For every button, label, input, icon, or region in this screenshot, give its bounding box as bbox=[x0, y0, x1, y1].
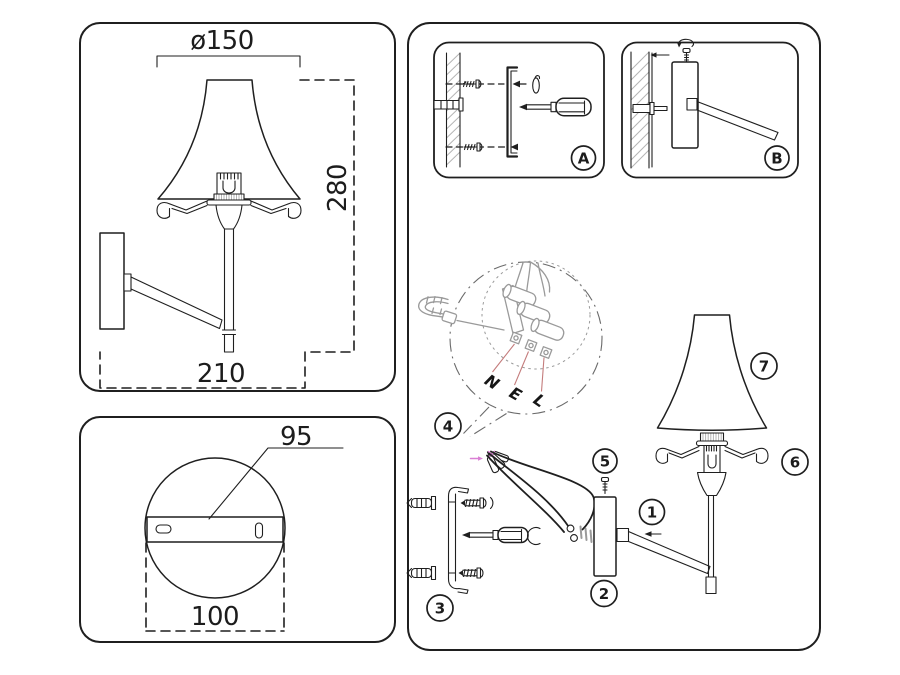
wall-plate-b bbox=[671, 61, 699, 149]
part-6-socket-holder: 6 bbox=[655, 432, 809, 595]
part-2-wall-plate: 2 bbox=[590, 496, 618, 608]
dim-hole-spacing-label: 95 bbox=[280, 422, 312, 452]
detail-bubble-outline bbox=[449, 261, 603, 415]
dim-diameter: ø150 bbox=[156, 26, 301, 68]
supply-cable bbox=[418, 295, 505, 331]
mounting-bracket-a bbox=[506, 66, 519, 158]
locking-screw-b bbox=[650, 38, 694, 63]
screwdriver-icon-a bbox=[519, 97, 592, 117]
part-2-badge bbox=[590, 579, 618, 608]
part-3-fixings: 3 bbox=[406, 486, 541, 622]
shade-holder-arms bbox=[156, 200, 302, 230]
wall-arm bbox=[123, 273, 223, 330]
part-3-label: 3 bbox=[435, 600, 445, 618]
step-b-badge bbox=[764, 145, 790, 171]
screwdriver-icon bbox=[462, 526, 529, 544]
part-4-badge bbox=[434, 412, 462, 440]
panel-instructions: A bbox=[406, 22, 821, 651]
wiring-detail-bubble: N E L bbox=[418, 260, 603, 437]
step-b-label: B bbox=[771, 150, 782, 168]
socket bbox=[206, 172, 252, 206]
inset-step-b: B bbox=[621, 38, 799, 179]
arm-b bbox=[686, 97, 779, 141]
dim-diameter-label: ø150 bbox=[190, 26, 254, 56]
arrow-left-icon bbox=[510, 143, 518, 151]
backplate-circle bbox=[144, 457, 286, 599]
terminal-block bbox=[501, 261, 565, 359]
connector-wires bbox=[486, 450, 596, 533]
part-5-screw: 5 bbox=[592, 448, 618, 495]
arrow-left-icon bbox=[650, 52, 657, 58]
terminal-screw bbox=[524, 339, 538, 352]
part-1-label: 1 bbox=[647, 504, 657, 522]
wall-plate-side bbox=[99, 232, 125, 330]
screw-icon bbox=[460, 496, 494, 510]
panel-back-view: 95 100 bbox=[79, 416, 396, 643]
shade-outline bbox=[157, 79, 301, 200]
dim-hole-spacing: 95 bbox=[208, 422, 344, 520]
wire-end-fitting bbox=[566, 524, 593, 543]
stem-rod bbox=[707, 494, 715, 578]
wall-anchor-in-wall-a bbox=[433, 97, 464, 112]
part-4-label: 4 bbox=[443, 418, 453, 436]
dim-height-label: 280 bbox=[323, 164, 353, 212]
wall-anchor bbox=[406, 565, 437, 581]
mounting-rail bbox=[447, 486, 470, 595]
screw-line-bottom-a bbox=[445, 142, 518, 152]
part-1-badge bbox=[638, 498, 666, 526]
wall-anchor bbox=[406, 495, 437, 511]
part-4-connector: 4 bbox=[434, 412, 596, 543]
inset-step-a: A bbox=[433, 41, 605, 179]
part-7-badge bbox=[750, 352, 778, 380]
part-3-badge bbox=[426, 594, 454, 622]
clip-icon bbox=[527, 526, 541, 546]
arrow-left-icon bbox=[644, 531, 652, 537]
dim-height: 280 210 bbox=[99, 79, 355, 389]
dim-width-label: 210 bbox=[197, 359, 245, 389]
step-a-label: A bbox=[578, 150, 590, 168]
screw-icon bbox=[458, 567, 484, 579]
panel-instructions-border bbox=[407, 22, 821, 651]
screw-end-view bbox=[532, 77, 540, 94]
terminal-screw bbox=[509, 331, 523, 345]
terminal-screw bbox=[539, 346, 553, 359]
step-a-badge bbox=[570, 145, 597, 171]
part-5-badge bbox=[592, 448, 618, 474]
dim-plate-width: 100 bbox=[145, 542, 285, 632]
part-1-arm: 1 bbox=[616, 498, 711, 575]
dim-plate-width-label: 100 bbox=[191, 602, 239, 632]
wall-section-b bbox=[630, 51, 653, 169]
arrow-left-icon bbox=[512, 80, 520, 88]
part-7-shade: 7 bbox=[656, 314, 778, 431]
part-6-badge bbox=[781, 448, 809, 476]
mounting-slot-left bbox=[155, 524, 172, 534]
lamp-side-view bbox=[99, 79, 302, 353]
panel-side-view: ø150 280 210 bbox=[79, 22, 396, 392]
part-5-label: 5 bbox=[600, 453, 610, 471]
panel-side-view-border bbox=[79, 22, 396, 392]
mounting-slot-right bbox=[254, 522, 264, 539]
wall-stud-b bbox=[632, 101, 668, 116]
part-2-label: 2 bbox=[599, 585, 609, 603]
part-7-label: 7 bbox=[759, 358, 769, 376]
stem-sleeve bbox=[705, 576, 717, 595]
stem bbox=[221, 228, 237, 353]
bubble-pointer bbox=[463, 406, 507, 437]
screw-line-top-a bbox=[445, 75, 541, 94]
part-6-label: 6 bbox=[790, 454, 800, 472]
